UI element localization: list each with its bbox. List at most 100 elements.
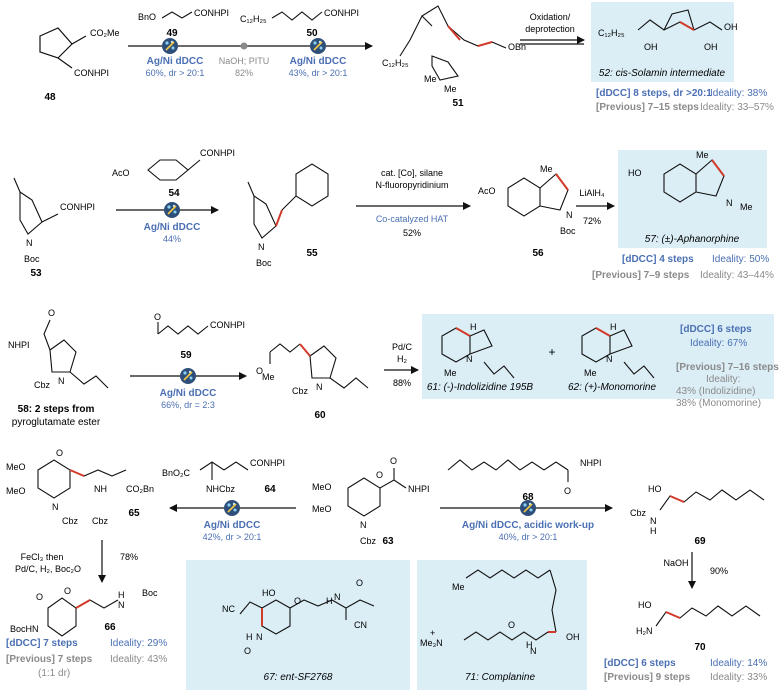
product-panel-57: [618, 150, 767, 248]
compound-60: [269, 343, 369, 389]
compound-number-55: 55: [306, 248, 318, 259]
new-bond-55: [275, 209, 283, 227]
cond-yield: 52%: [403, 228, 421, 238]
new-bond-65: [69, 469, 85, 477]
r58-n: N: [58, 376, 65, 386]
r53-n: N: [26, 238, 33, 248]
r50-c12h25: C₁₂H₂₅: [240, 14, 267, 24]
compound-number-64: 64: [264, 484, 276, 495]
summary-ideality-4r: Ideality: 14%: [710, 658, 767, 669]
catalyst-label-row4-left: Ag/Ni dDCC: [204, 520, 261, 531]
compound-71: [463, 569, 557, 641]
summary-prev-ideality-2: Ideality: 43–44%: [700, 270, 774, 281]
r49-conhpi: CONHPI: [194, 8, 229, 18]
r57-nme: Me: [740, 202, 753, 212]
r56-boc: Boc: [560, 226, 576, 236]
r66-h: H: [118, 590, 125, 600]
r52-oh2: OH: [704, 42, 718, 52]
new-bond-62: [595, 327, 611, 337]
new-bond-61: [455, 327, 471, 337]
r69-ho: HO: [648, 484, 662, 494]
compound-53: [13, 177, 59, 235]
reagent-fecl3: FeCl₃ then: [21, 552, 64, 562]
r68-o: O: [564, 486, 571, 496]
reagent-pdc-boc: Pd/C, H₂, Boc₂O: [15, 564, 81, 574]
reagent-naoh: NaOH: [663, 558, 688, 568]
r58-nhpi: NHPI: [8, 340, 30, 350]
cond-h2: H₂: [397, 354, 407, 364]
r61-h: H: [470, 322, 477, 332]
intermediate-dot: [240, 42, 248, 50]
yield-row4-left: 42%, dr > 20:1: [203, 532, 262, 542]
compound-68: [447, 459, 569, 482]
yield-1: 60%, dr > 20:1: [146, 68, 205, 78]
r64-bno2c: BnO₂C: [162, 468, 191, 478]
r51-me2: Me: [444, 84, 457, 94]
r71-plus: +: [430, 628, 435, 638]
r64-nhcbz: NHCbz: [206, 484, 236, 494]
r65-meo2: MeO: [6, 486, 26, 496]
r67-o3: O: [356, 578, 363, 588]
product-panel-67: [186, 560, 410, 690]
r60-n: N: [316, 382, 323, 392]
r58-o: O: [48, 308, 55, 318]
r62-n: N: [606, 354, 613, 364]
compound-number-50: 50: [306, 28, 318, 39]
compound-59: [157, 322, 209, 335]
new-bond-70: [665, 611, 681, 619]
r66-o1: O: [36, 592, 43, 602]
r69-h: H: [650, 526, 657, 536]
r67-n2: N: [334, 592, 341, 602]
r52-c12h25: C₁₂H₂₅: [598, 28, 625, 38]
compound-69: [659, 489, 765, 511]
reagent-naoh-yield: 90%: [710, 566, 728, 576]
compound-58: [43, 319, 109, 389]
r65-o: O: [56, 448, 63, 458]
catalyst-icon: [519, 499, 537, 517]
r71-me3n: Me₃N: [420, 638, 443, 648]
r71-o: O: [508, 620, 515, 630]
new-bond-51: [447, 25, 461, 41]
r60-o: O: [256, 366, 263, 376]
r51-me1: Me: [424, 74, 437, 84]
r67-o: O: [294, 596, 301, 606]
r60-cbz: Cbz: [292, 386, 309, 396]
summary-prev-ideality-3c: 38% (Monomorine): [676, 398, 761, 409]
cond-fluoro: N-fluoropyridinium: [375, 180, 448, 190]
r61-me: Me: [444, 368, 457, 378]
r65-cbz2: Cbz: [92, 516, 109, 526]
compound-number-63: 63: [382, 536, 394, 547]
compound-64: [199, 461, 249, 480]
yield-row4-right: 40%, dr > 20:1: [499, 532, 558, 542]
r63-meo1: MeO: [312, 482, 332, 492]
summary-ddcc-4r: [dDCC] 6 steps: [604, 658, 676, 669]
r67-h1: H: [246, 632, 253, 642]
r71-h: H: [526, 640, 533, 650]
compound-number-60: 60: [314, 410, 326, 421]
summary-ideality-1: Ideality: 38%: [710, 88, 767, 99]
r70-ho: HO: [638, 600, 652, 610]
new-bond-60: [299, 343, 311, 357]
product-panel-52: [591, 2, 734, 82]
r61-n: N: [466, 354, 473, 364]
catalyst-label-2: Ag/Ni dDCC: [290, 56, 347, 67]
r67-n1: N: [256, 632, 263, 642]
r57-me: Me: [696, 150, 709, 160]
r56-n: N: [566, 210, 573, 220]
summary-ddcc-3: [dDCC] 6 steps: [680, 324, 752, 335]
cond-pdc: Pd/C: [392, 342, 413, 352]
r67-o2: O: [244, 646, 251, 656]
r48-co2me: CO₂Me: [90, 28, 120, 38]
r59-conhpi: CONHPI: [210, 320, 245, 330]
product-label-61: 61: (-)-Indolizidine 195B: [427, 382, 533, 393]
r48-conhpi: CONHPI: [74, 68, 109, 78]
compound-number-59: 59: [180, 350, 192, 361]
compound-70: [655, 605, 761, 627]
summary-panel-row3: [673, 314, 774, 399]
new-bond-52: [679, 21, 695, 31]
yield-row2: 44%: [163, 234, 181, 244]
reagent-fecl3-yield: 78%: [120, 552, 138, 562]
r52-oh3: OH: [724, 22, 738, 32]
r51-obn: OBn: [508, 42, 526, 52]
